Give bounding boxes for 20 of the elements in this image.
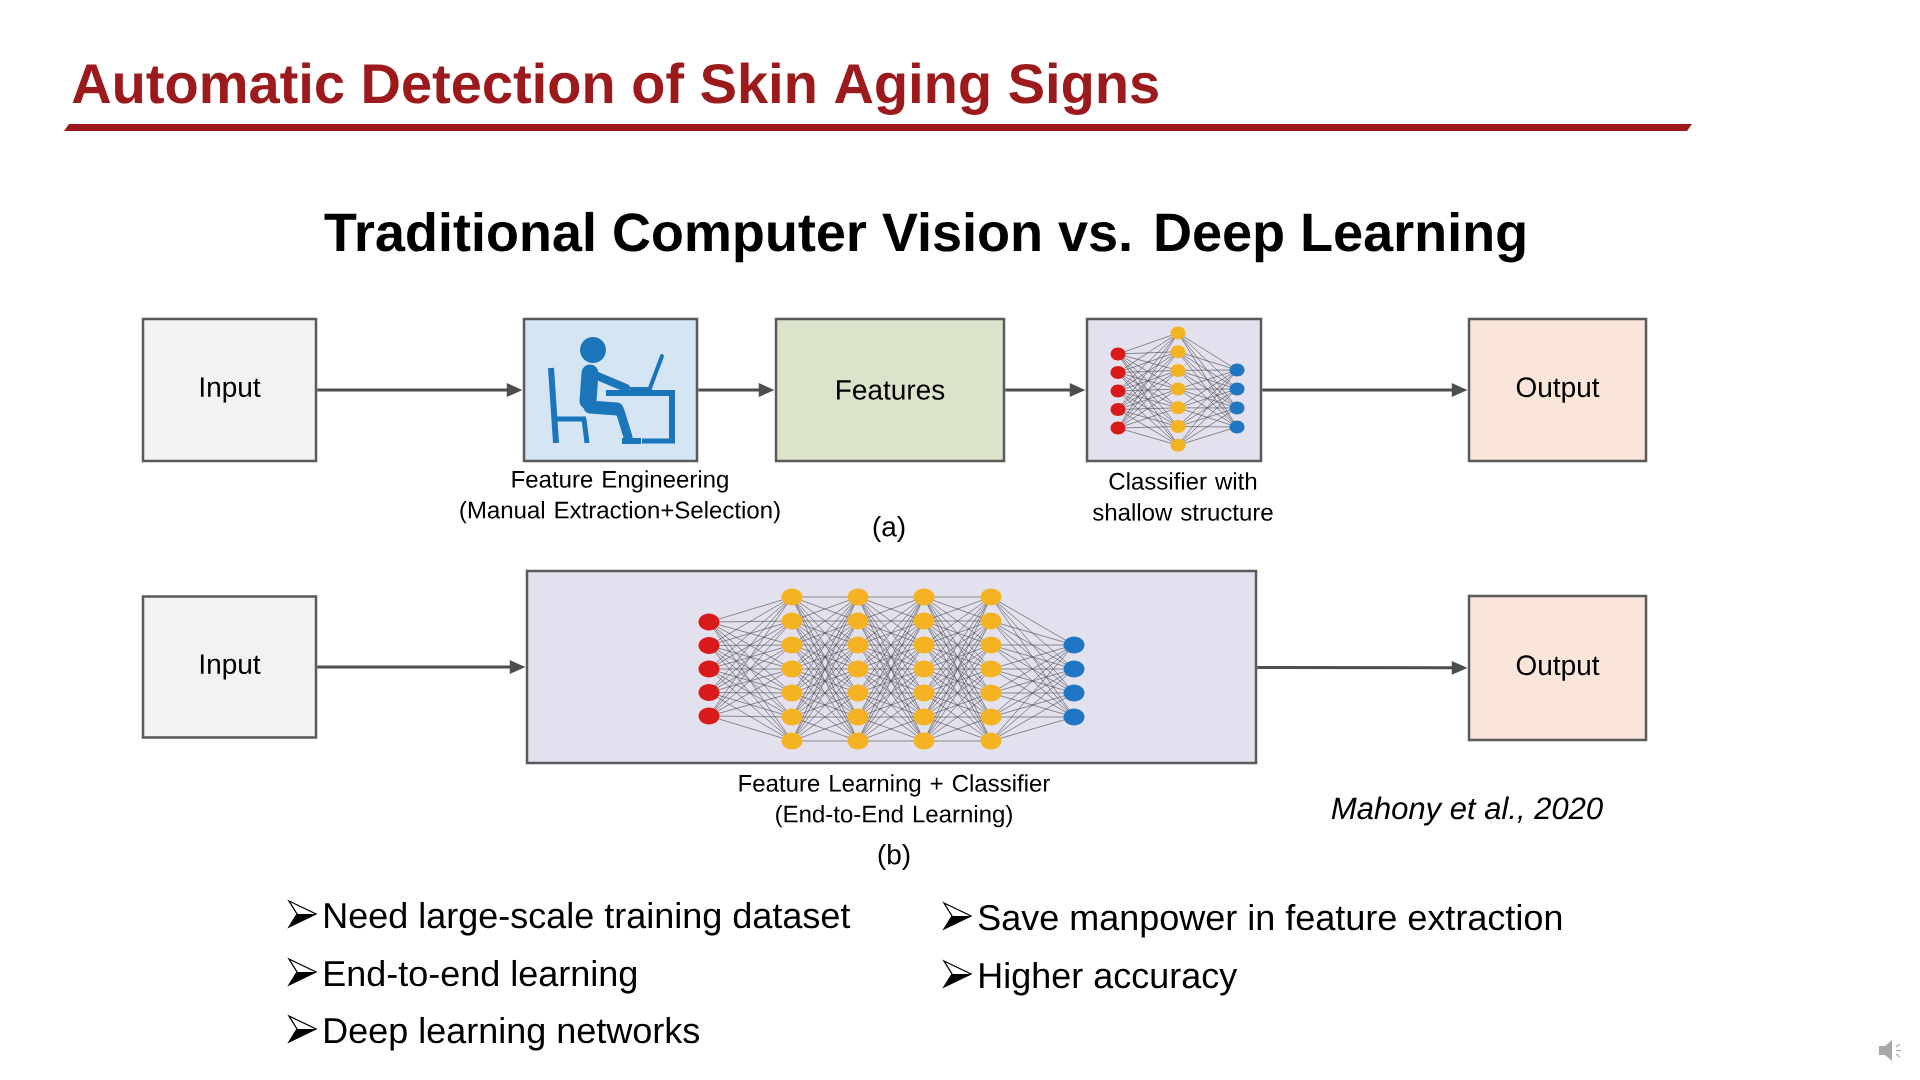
process-box: Output xyxy=(1467,594,1648,742)
panel-label: (b) xyxy=(878,844,910,871)
node-label: (End-to-End Learning) xyxy=(776,805,1012,828)
node-label: Feature Engineering xyxy=(512,470,728,493)
bullet-text: Need large-scale training dataset xyxy=(325,901,851,936)
node-label: Classifier with shallow structure xyxy=(1093,472,1273,521)
panel-label: (a) xyxy=(873,516,905,543)
subtitle: Traditional Computer Vision vs. Deep Learning xyxy=(324,211,1525,263)
bullet-text: Higher accuracy xyxy=(980,961,1238,996)
process-box: Input xyxy=(141,317,318,463)
node-label: Feature Learning + Classifier xyxy=(739,774,1050,797)
bullet-text: Deep learning networks xyxy=(325,1016,699,1051)
node-label: (Manual Extraction+Selection) xyxy=(460,501,780,524)
bullet-text: Save manpower in feature extraction xyxy=(978,903,1562,938)
process-box: Features xyxy=(774,317,1006,463)
process-box: Output xyxy=(1467,317,1648,463)
process-box: Input xyxy=(141,595,318,739)
bullet-text: End-to-end learning xyxy=(325,959,636,994)
citation: Mahony et al., 2020 xyxy=(1331,796,1603,826)
slide-title: Automatic Detection of Skin Aging Signs xyxy=(72,62,1158,115)
